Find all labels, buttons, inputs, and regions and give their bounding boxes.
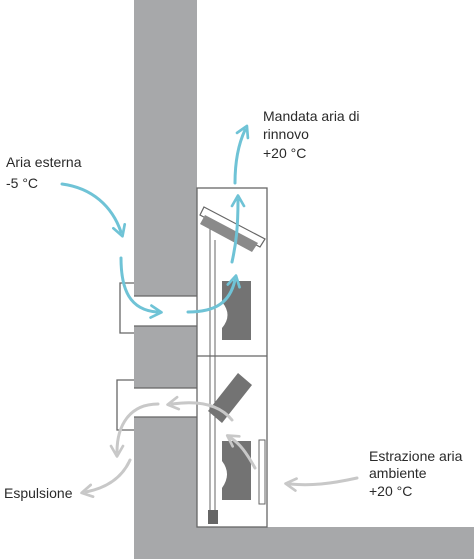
wall — [134, 0, 197, 559]
condensate-drain — [208, 510, 218, 524]
extract-grille — [258, 439, 266, 505]
unit-extract-arrow — [166, 395, 234, 422]
extract-internal-arrow — [225, 434, 257, 470]
extract-fan — [222, 441, 251, 500]
wall-middle — [134, 326, 197, 388]
outside-air-arrow — [60, 182, 127, 238]
extract-air-label-line1: Estrazione aria — [369, 448, 463, 464]
intake-duct — [119, 282, 197, 334]
supply-air-arrow — [233, 124, 250, 185]
supply-air-label-line1: Mandata aria di — [263, 108, 360, 124]
unit-supply-arrow — [186, 274, 241, 314]
exhaust-duct — [116, 379, 197, 431]
outside-air-temp: -5 °C — [6, 175, 38, 191]
wall-upper — [134, 0, 197, 296]
supply-air-temp: +20 °C — [263, 145, 306, 161]
exhaust-label: Espulsione — [4, 485, 73, 501]
extract-air-temp: +20 °C — [369, 483, 412, 499]
ventilation-unit — [196, 187, 268, 528]
exhaust-duct-arrow — [109, 402, 160, 458]
extract-air-arrow — [284, 476, 359, 492]
floor — [197, 527, 474, 559]
stale-air-flows — [80, 395, 359, 499]
extract-air-label-line2: ambiente — [369, 465, 427, 481]
intake-flow-arrow — [119, 256, 163, 319]
wall-lower — [134, 417, 197, 559]
outside-air-label: Aria esterna — [6, 154, 82, 170]
unit-internal-supply-arrow — [230, 194, 246, 264]
exhaust-arrow — [80, 458, 132, 499]
fresh-air-flows — [60, 124, 250, 319]
supply-filter — [199, 206, 266, 252]
supply-air-label-line2: rinnovo — [263, 126, 309, 142]
